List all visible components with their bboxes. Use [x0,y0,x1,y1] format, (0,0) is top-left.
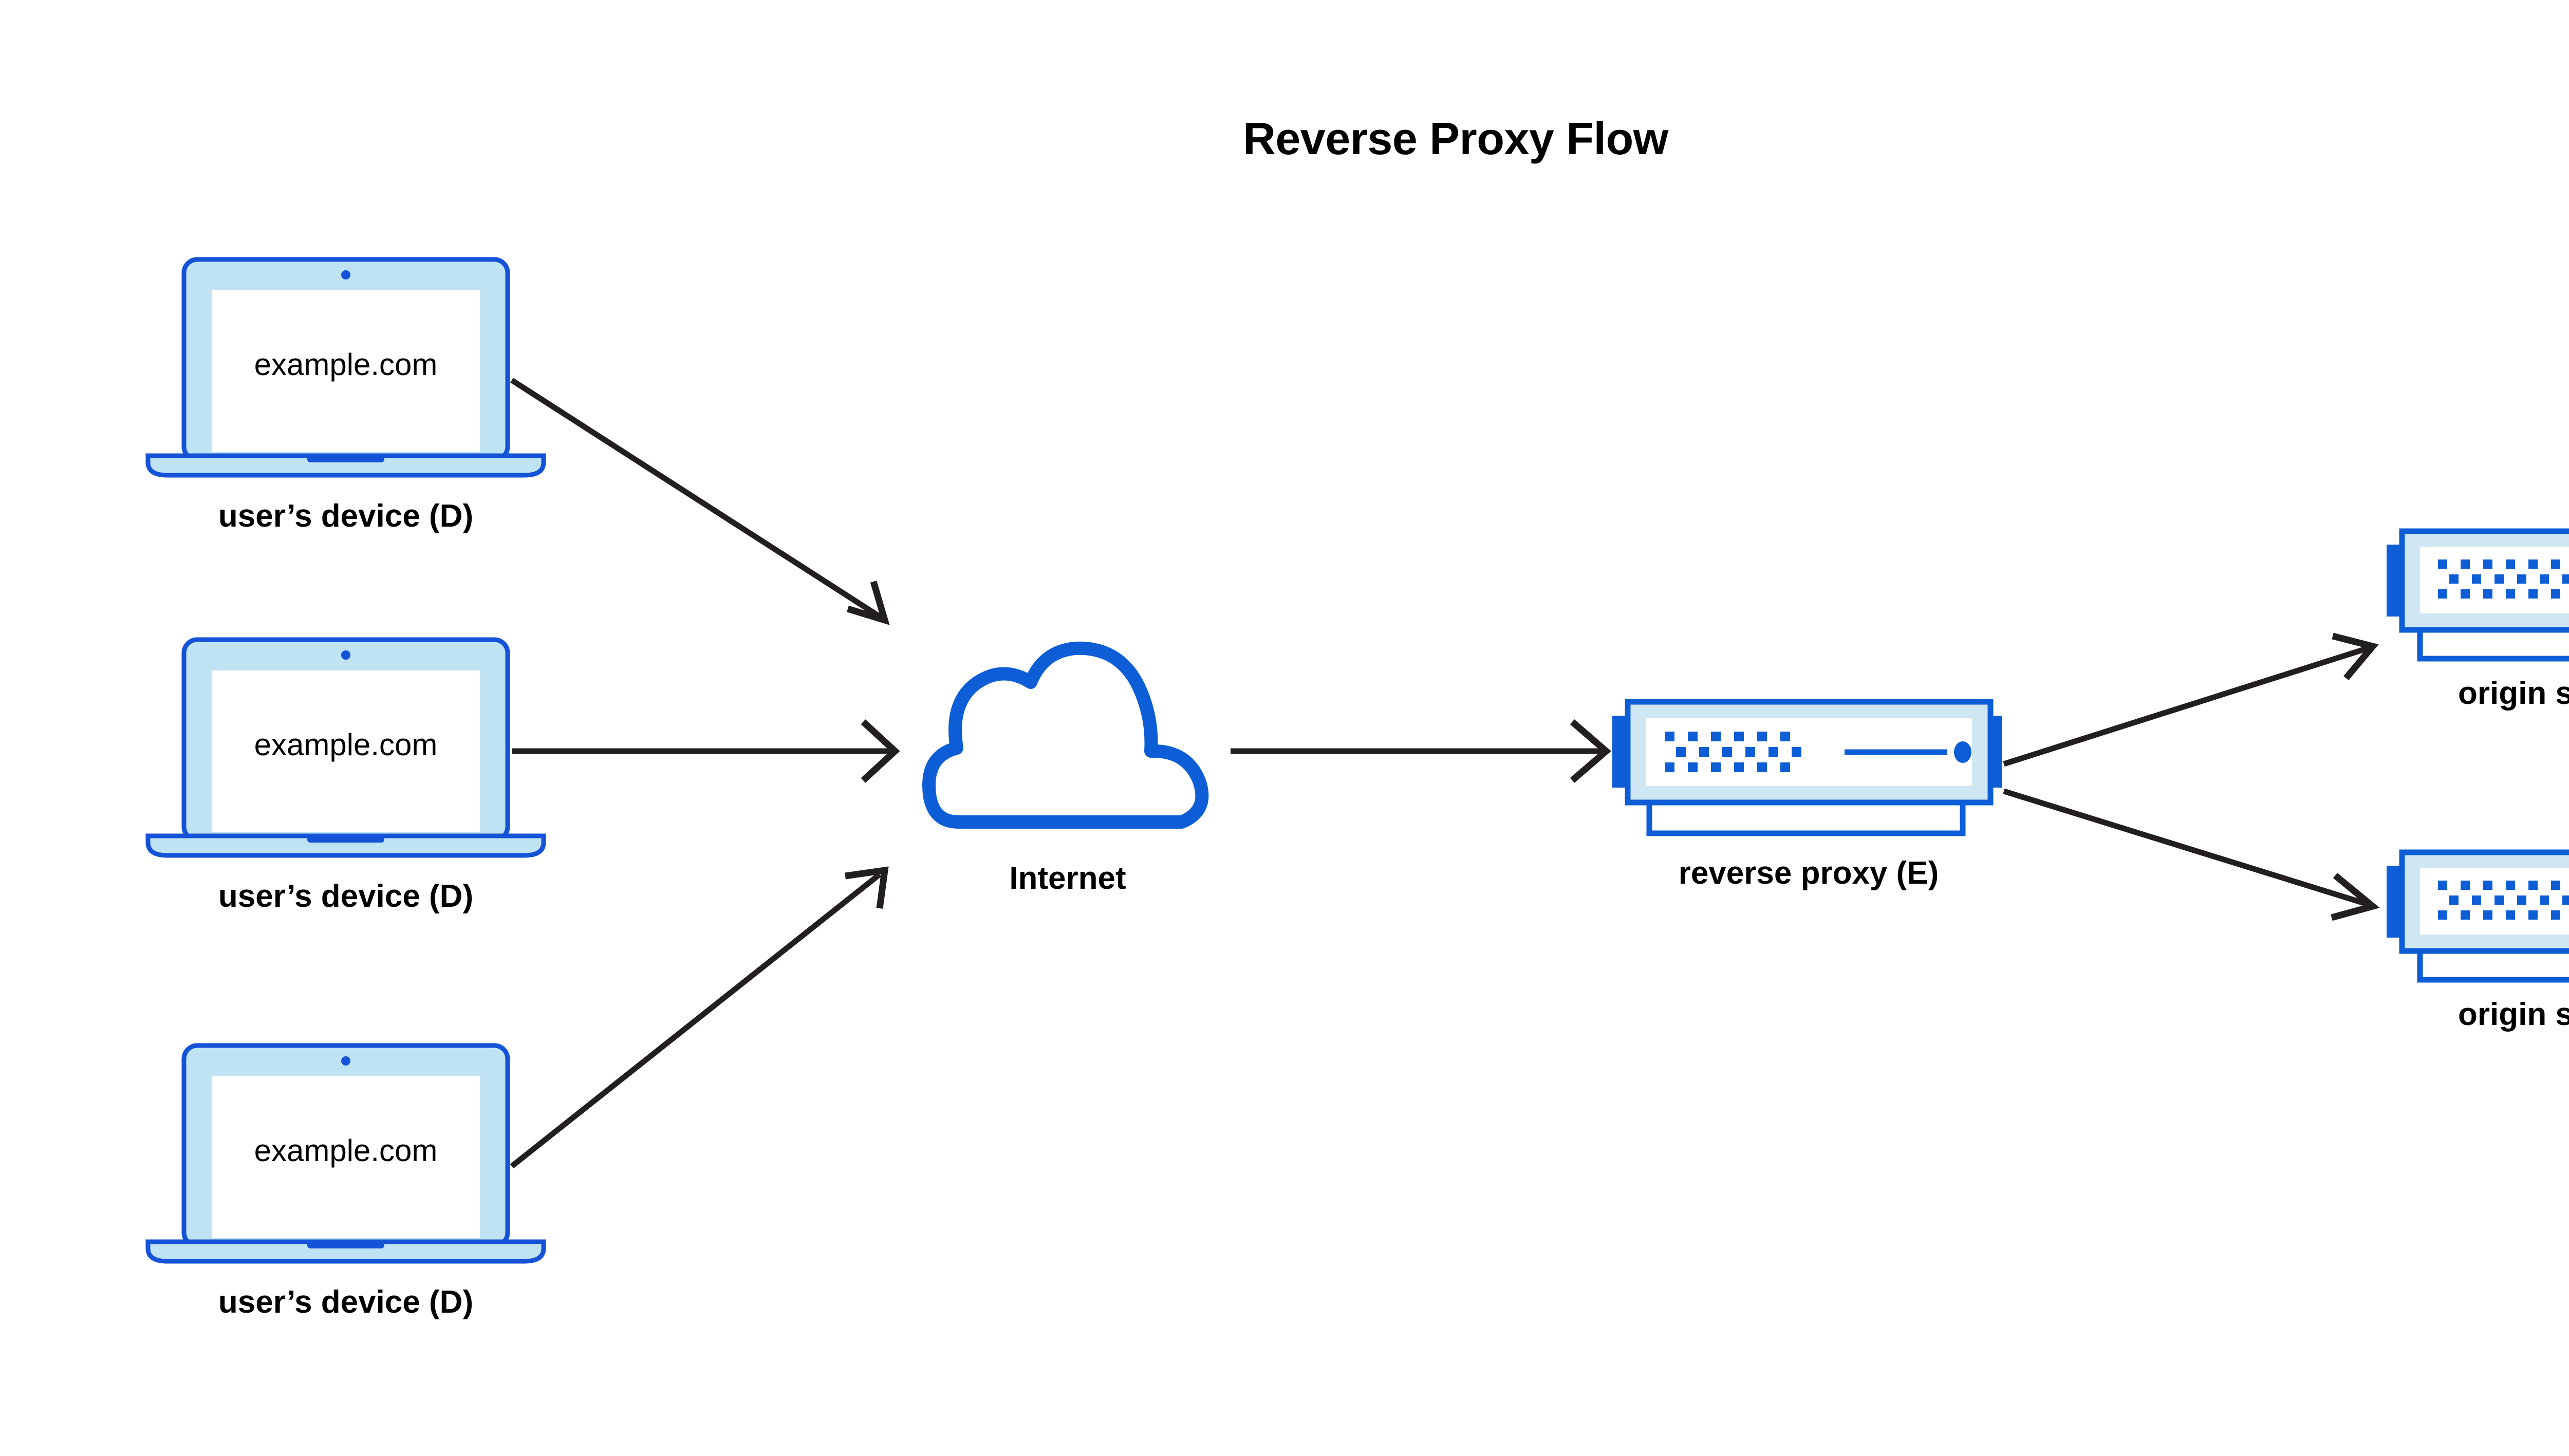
server-port-dot [2551,589,2560,599]
laptop-base [145,1239,546,1264]
server-shelf [1646,798,1966,836]
server-port-dot [1757,762,1767,772]
server-port-dot [2438,910,2447,920]
server-shelf [2417,625,2569,662]
origin-server-node-bottom[interactable]: origin server (F) [2387,849,2569,1032]
server-port-dot [2472,895,2481,905]
laptop-screen [212,670,480,832]
server-port-dot [2494,895,2504,905]
laptop-screen-url: example.com [254,347,438,382]
server-port-dot [1688,762,1698,772]
server-port-dot [2483,910,2492,920]
server-port-dot [2461,881,2470,890]
server-port-dot [2461,559,2470,569]
server-port-dot [1780,732,1790,741]
server-port-dot [1734,732,1744,741]
server-port-dot [2506,881,2515,890]
server-port-dot [1734,762,1744,772]
server-port-dot [2461,910,2470,920]
server-port-dot [2528,589,2538,599]
server-port-dot [2461,589,2470,599]
cloud-icon [922,641,1209,829]
server-port-dot [2494,574,2504,584]
server-port-dot [2438,559,2447,569]
page-title: Reverse Proxy Flow [1243,113,1668,164]
edge-internet-to-proxy [1231,719,1611,783]
origin-label-bottom: origin server (F) [2458,997,2569,1032]
laptop-screen-url: example.com [254,1133,438,1168]
laptop-base-notch [307,1242,384,1248]
server-port-dot [2438,589,2447,599]
server-port-dot [2540,574,2549,584]
device-label-bottom: user’s device (D) [218,1284,473,1320]
server-port-dot [2472,574,2481,584]
laptop-base [145,453,546,478]
server-port-dot [2483,559,2492,569]
server-port-dot [2483,589,2492,599]
server-port-dot [1688,732,1698,741]
server-port-dot [2506,910,2515,920]
edge-proxy-to-origin-bottom [2003,788,2380,921]
edge-proxy-to-origin-top [2003,632,2379,767]
origin-server-node-top[interactable]: origin server (F) [2387,528,2569,711]
server-port-dot [2551,559,2560,569]
reverse-proxy-label: reverse proxy (E) [1679,855,1939,891]
server-port-dot [2438,881,2447,890]
server-port-dot [2506,589,2515,599]
laptop-screen [212,1076,480,1238]
device-node-middle[interactable]: example.com user’s device (D) [145,637,546,914]
device-node-top[interactable]: example.com user’s device (D) [145,257,546,534]
server-port-dot [2551,910,2560,920]
server-port-dot [2562,895,2569,905]
laptop-base-notch [307,836,384,843]
server-port-dot [2506,559,2515,569]
server-port-dot [1676,747,1686,757]
server-port-dot [1722,747,1732,757]
laptop-base [145,833,546,858]
server-port-dot [1757,732,1767,741]
internet-label: Internet [1009,861,1126,896]
server-port-dot [2551,881,2560,890]
server-port-dot [1711,762,1721,772]
laptop-base-notch [307,456,384,462]
server-port-dot [2517,574,2526,584]
device-node-bottom[interactable]: example.com user’s device (D) [145,1043,546,1320]
webcam-icon [341,1056,350,1066]
device-label-middle: user’s device (D) [218,879,473,914]
edge-device-middle-to-internet [512,719,900,783]
device-label-top: user’s device (D) [218,498,473,534]
server-port-dot [1699,747,1709,757]
server-port-dot [1745,747,1755,757]
edge-device-top-to-internet [510,378,890,625]
server-port-dot [2449,574,2459,584]
server-port-dot [1665,762,1674,772]
server-port-dot [2528,910,2538,920]
laptop-screen [212,290,480,452]
server-shelf [2417,946,2569,983]
server-port-dot [1665,732,1674,741]
origin-label-top: origin server (F) [2458,676,2569,711]
internet-node[interactable]: Internet [922,641,1209,896]
server-port-dot [2449,895,2459,905]
webcam-icon [341,650,350,660]
laptop-screen-url: example.com [254,727,438,762]
server-port-dot [2528,559,2538,569]
server-port-dot [1792,747,1801,757]
server-port-dot [1780,762,1790,772]
server-port-dot [1768,747,1778,757]
server-status-led [1954,741,1971,763]
reverse-proxy-node[interactable]: reverse proxy (E) [1612,699,2002,891]
server-port-dot [2517,895,2526,905]
server-port-dot [2483,881,2492,890]
edge-device-bottom-to-internet [510,866,889,1169]
server-port-dot [2528,881,2538,890]
server-port-dot [2540,895,2549,905]
server-port-dot [2562,574,2569,584]
server-port-dot [1711,732,1721,741]
webcam-icon [341,270,350,279]
